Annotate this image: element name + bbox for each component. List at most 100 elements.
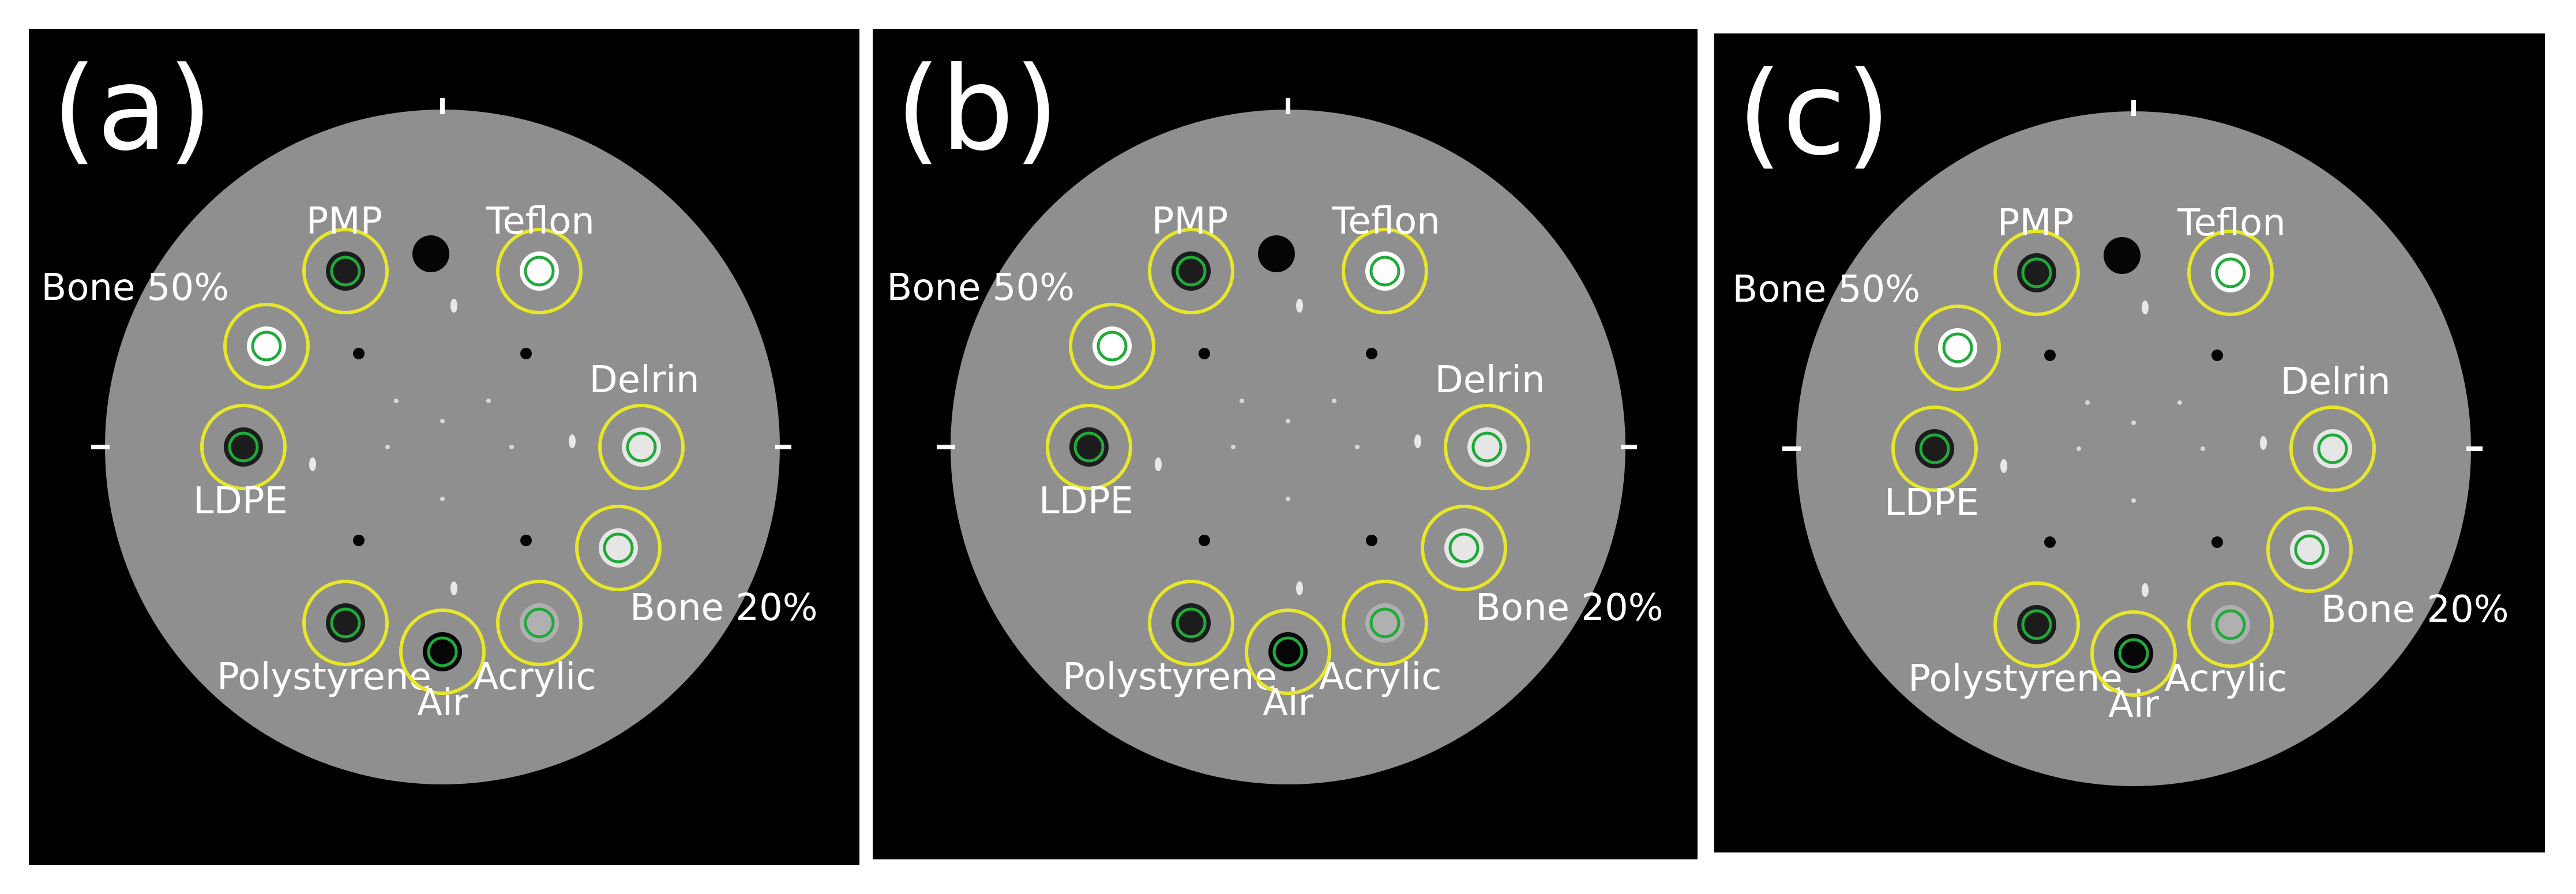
roi-inner-circle bbox=[524, 607, 555, 638]
panel-label-c: (c) bbox=[1737, 47, 1891, 181]
roi-outer-circle bbox=[1342, 228, 1428, 314]
roi-inner-circle bbox=[603, 532, 634, 564]
phantom-disc bbox=[1796, 111, 2471, 786]
insert-label: Delrin bbox=[589, 359, 699, 401]
roi-outer-circle bbox=[1342, 580, 1428, 666]
roi-inner-circle bbox=[1073, 431, 1105, 463]
roi-outer-circle bbox=[2090, 610, 2177, 697]
bright-marker bbox=[569, 434, 576, 448]
edge-marker-top bbox=[440, 98, 445, 114]
roi-outer-circle bbox=[1914, 305, 2001, 391]
bright-marker bbox=[450, 299, 457, 313]
edge-marker-right bbox=[775, 445, 791, 449]
bright-marker bbox=[2142, 583, 2149, 597]
insert-label: Acrylic bbox=[2165, 658, 2288, 700]
bright-dot bbox=[509, 445, 514, 449]
roi-inner-circle bbox=[2317, 433, 2348, 464]
small-hole bbox=[520, 348, 532, 359]
small-hole bbox=[520, 535, 532, 546]
bright-dot bbox=[394, 399, 399, 403]
bright-dot bbox=[385, 445, 390, 449]
insert-label: Teflon bbox=[2177, 202, 2286, 245]
roi-inner-circle bbox=[228, 431, 259, 463]
insert-label: LDPE bbox=[1039, 480, 1133, 523]
small-hole bbox=[2044, 350, 2056, 361]
bright-marker bbox=[2260, 436, 2267, 450]
edge-marker-top bbox=[1286, 98, 1290, 114]
roi-outer-circle bbox=[496, 228, 583, 314]
roi-outer-circle bbox=[2187, 230, 2274, 316]
bright-dot bbox=[1286, 497, 1290, 501]
bright-dot bbox=[1355, 445, 1360, 449]
bright-dot bbox=[2177, 400, 2182, 405]
roi-inner-circle bbox=[2021, 257, 2052, 288]
insert-label: Delrin bbox=[1435, 359, 1545, 401]
roi-inner-circle bbox=[524, 256, 555, 287]
bright-dot bbox=[2085, 400, 2090, 405]
bright-dot bbox=[2131, 498, 2136, 503]
roi-inner-circle bbox=[1942, 332, 1973, 363]
roi-inner-circle bbox=[2215, 609, 2246, 640]
roi-outer-circle bbox=[2266, 506, 2353, 593]
roi-inner-circle bbox=[1272, 636, 1304, 667]
insert-label: PMP bbox=[1152, 200, 1228, 243]
insert-label: Polystyrene bbox=[1062, 656, 1277, 698]
roi-outer-circle bbox=[200, 404, 287, 490]
insert-label: Bone 50% bbox=[887, 266, 1075, 309]
roi-outer-circle bbox=[1148, 228, 1234, 314]
bright-dot bbox=[440, 497, 445, 501]
roi-inner-circle bbox=[2021, 609, 2052, 640]
small-hole bbox=[2211, 350, 2223, 361]
roi-inner-circle bbox=[1097, 330, 1128, 362]
roi-inner-circle bbox=[1471, 431, 1503, 463]
roi-outer-circle bbox=[1046, 404, 1132, 490]
insert-label: Polystyrene bbox=[1908, 658, 2123, 700]
roi-inner-circle bbox=[1448, 532, 1479, 564]
phantom-disc bbox=[105, 110, 780, 784]
bright-dot bbox=[2201, 446, 2205, 451]
roi-outer-circle bbox=[2289, 405, 2376, 492]
air-hole bbox=[1258, 235, 1295, 272]
insert-label: PMP bbox=[306, 200, 382, 243]
roi-inner-circle bbox=[1369, 256, 1400, 287]
insert-label: PMP bbox=[1997, 202, 2074, 245]
roi-inner-circle bbox=[2215, 257, 2246, 288]
small-hole bbox=[1199, 348, 1210, 359]
small-hole bbox=[353, 535, 365, 546]
roi-outer-circle bbox=[575, 505, 662, 591]
insert-label: Bone 20% bbox=[630, 587, 818, 629]
edge-marker-left bbox=[91, 445, 110, 449]
roi-outer-circle bbox=[302, 228, 389, 314]
small-hole bbox=[2044, 536, 2056, 548]
roi-outer-circle bbox=[1993, 230, 2080, 316]
roi-outer-circle bbox=[496, 580, 583, 666]
insert-label: LDPE bbox=[193, 480, 288, 523]
roi-outer-circle bbox=[1891, 405, 1978, 492]
small-hole bbox=[2211, 536, 2223, 548]
roi-outer-circle bbox=[302, 580, 389, 666]
roi-inner-circle bbox=[1369, 607, 1400, 638]
roi-outer-circle bbox=[399, 608, 486, 695]
bright-dot bbox=[1286, 419, 1290, 423]
roi-inner-circle bbox=[626, 431, 657, 463]
roi-outer-circle bbox=[1069, 303, 1155, 389]
roi-inner-circle bbox=[330, 607, 361, 638]
roi-inner-circle bbox=[330, 256, 361, 287]
insert-label: Teflon bbox=[1331, 200, 1440, 243]
bright-dot bbox=[1231, 445, 1236, 449]
roi-outer-circle bbox=[1148, 580, 1234, 666]
insert-label: Acrylic bbox=[1319, 656, 1442, 698]
small-hole bbox=[1366, 348, 1377, 359]
edge-marker-left bbox=[1782, 446, 1801, 451]
roi-outer-circle bbox=[1245, 608, 1331, 695]
air-hole bbox=[412, 235, 449, 272]
panel-label-a: (a) bbox=[52, 42, 213, 176]
roi-inner-circle bbox=[1176, 256, 1207, 287]
phantom-disc bbox=[951, 110, 1625, 784]
roi-outer-circle bbox=[1444, 404, 1530, 490]
